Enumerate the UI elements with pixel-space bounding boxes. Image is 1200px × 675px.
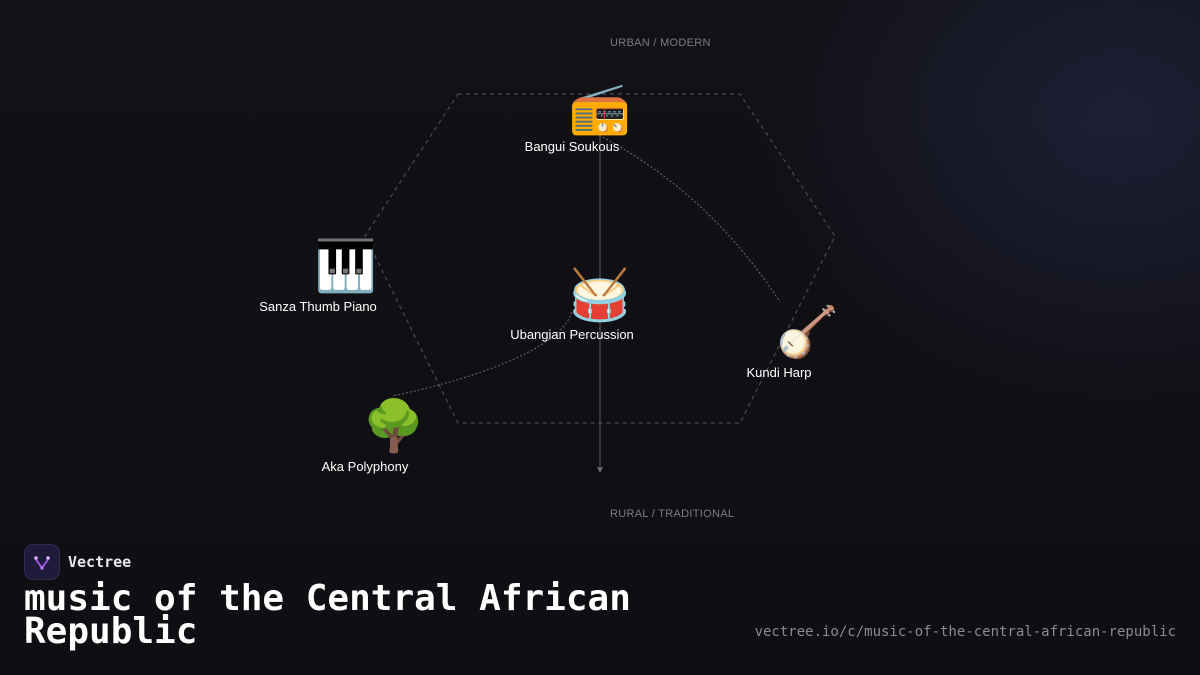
drum-icon: 🥁 (568, 266, 632, 324)
axis-arrow-icon (597, 467, 603, 473)
brand-name: Vectree (68, 553, 132, 571)
tree-icon: 🌳 (362, 397, 426, 455)
vectree-logo-icon (24, 544, 60, 580)
banjo-icon: 🪕 (776, 303, 840, 361)
node-label: Bangui Soukous (524, 139, 620, 154)
page-url[interactable]: vectree.io/c/music-of-the-central-africa… (754, 624, 1176, 640)
node-label: Kundi Harp (746, 365, 812, 380)
edge-bangui-kundi (584, 127, 781, 303)
page-title: music of the Central African Republic (24, 578, 631, 652)
brand[interactable]: Vectree (24, 544, 131, 580)
node-label: Sanza Thumb Piano (259, 299, 377, 314)
radio-icon: 📻 (568, 79, 632, 137)
edge-ubangian-aka (391, 311, 573, 397)
piano-icon: 🎹 (314, 237, 378, 295)
node-label: Aka Polyphony (321, 459, 409, 474)
node-label: Ubangian Percussion (510, 327, 634, 342)
hexagon-outline (364, 93, 836, 424)
axis-label-bottom: RURAL / TRADITIONAL (610, 508, 735, 520)
axis-label-top: URBAN / MODERN (610, 37, 711, 49)
